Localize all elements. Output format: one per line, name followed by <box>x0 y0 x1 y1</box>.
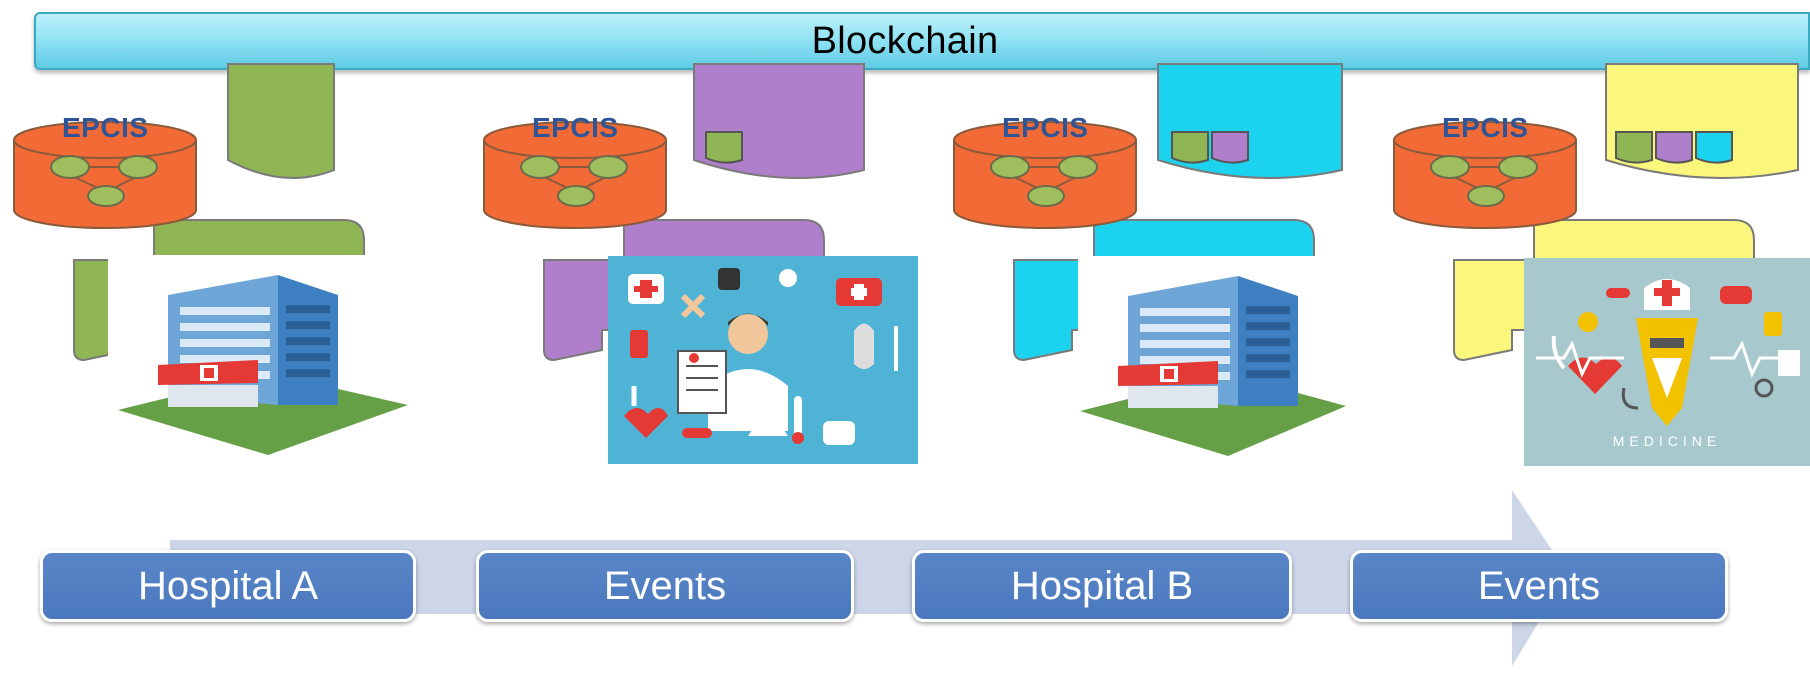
block-chain-icons <box>705 131 743 164</box>
stage-events-2: Events <box>1350 550 1728 622</box>
timeline: Hospital A Events Hospital B Events <box>0 490 1810 676</box>
stage-label: Events <box>1477 563 1601 608</box>
database-icon <box>483 121 667 229</box>
hospital-building-icon <box>118 275 408 455</box>
medical-icons-image <box>608 256 918 464</box>
database-icon <box>953 121 1137 229</box>
medicine-caption: MEDICINE <box>1613 433 1721 449</box>
blockchain-title: Blockchain <box>811 19 999 62</box>
database-icon <box>1393 121 1577 229</box>
stage-events-1: Events <box>476 550 854 622</box>
hospital-building-image <box>108 255 426 465</box>
timeline-arrow <box>170 490 1568 666</box>
epcis-label: EPCIS <box>1442 112 1529 143</box>
stage-label: Hospital A <box>137 563 319 608</box>
block-chain-icons <box>1615 131 1733 164</box>
epcis-label: EPCIS <box>1002 112 1089 143</box>
document-shape <box>1605 63 1799 179</box>
hospital-building-icon <box>1080 276 1346 456</box>
document-shape <box>227 63 335 179</box>
panel-events-1: EPCIS <box>483 60 944 470</box>
stage-hospital-a: Hospital A <box>40 550 416 622</box>
medical-icons-collage-icon <box>624 268 898 445</box>
epcis-label: EPCIS <box>532 112 619 143</box>
epcis-label: EPCIS <box>62 112 149 143</box>
panel-hospital-b: EPCIS <box>953 60 1414 470</box>
stage-label: Events <box>603 563 727 608</box>
stage-hospital-b: Hospital B <box>912 550 1292 622</box>
panel-events-2: EPCIS MEDICINE <box>1393 60 1810 470</box>
blockchain-banner: Blockchain <box>34 12 1810 70</box>
medicine-collage-icon: MEDICINE <box>1536 279 1800 449</box>
stage-label: Hospital B <box>1010 563 1194 608</box>
database-icon <box>13 121 197 229</box>
hospital-building-image <box>1078 256 1348 466</box>
medicine-image: MEDICINE <box>1524 258 1810 466</box>
panel-hospital-a: EPCIS <box>13 60 474 470</box>
block-chain-icons <box>1171 131 1249 164</box>
